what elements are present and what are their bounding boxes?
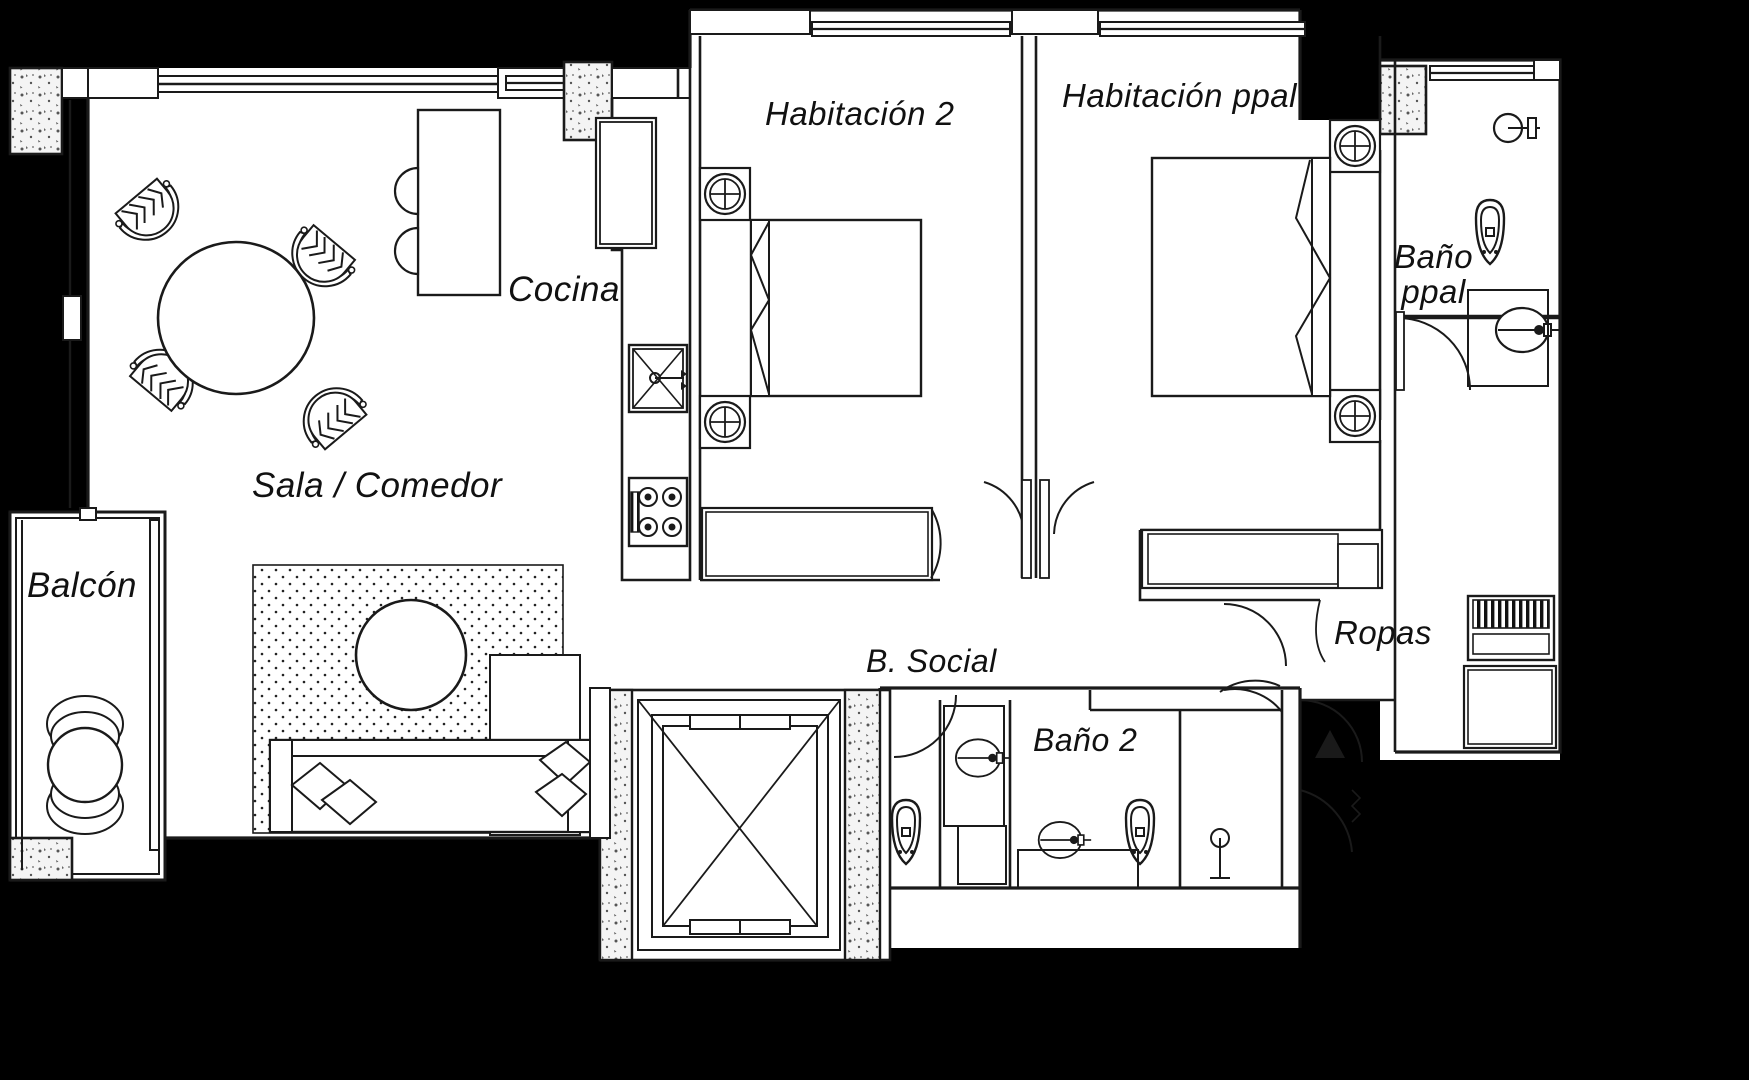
gas-cooktop bbox=[627, 476, 689, 548]
window-cocina bbox=[505, 75, 569, 91]
entry-marker-triangle bbox=[1299, 730, 1362, 853]
cocina-fixtures bbox=[393, 108, 689, 548]
room-label-ropas: Ropas bbox=[1334, 614, 1432, 651]
bar-stool bbox=[393, 226, 420, 276]
dining-table-round bbox=[156, 240, 316, 396]
bano-ppal-north bbox=[1378, 59, 1561, 136]
refrigerator bbox=[594, 116, 658, 250]
north-facade bbox=[8, 60, 691, 156]
column bbox=[8, 836, 74, 882]
door-swing bbox=[1223, 603, 1287, 667]
leader-line bbox=[1315, 599, 1326, 663]
wardrobe bbox=[700, 506, 934, 582]
bed-double bbox=[1150, 156, 1332, 398]
room-label-bano-social: B. Social bbox=[866, 643, 997, 679]
door-swing bbox=[930, 509, 942, 579]
balcon-structure bbox=[8, 100, 167, 882]
column bbox=[1378, 64, 1428, 136]
bedroom-windows bbox=[689, 9, 1306, 37]
door-swing bbox=[1219, 679, 1281, 693]
bar-stool bbox=[393, 166, 420, 216]
sala-partition bbox=[589, 687, 611, 839]
wardrobe bbox=[1140, 528, 1384, 590]
kitchen-sink bbox=[627, 343, 689, 414]
bed-double bbox=[749, 218, 923, 398]
ropas-fixtures bbox=[1223, 594, 1558, 763]
room-label-bano-ppal-line1: Baño bbox=[1394, 238, 1474, 275]
room-label-bano-ppal: Baño ppal bbox=[1394, 238, 1474, 310]
living-area bbox=[252, 564, 592, 836]
dining-set bbox=[109, 173, 373, 455]
habitacion-2-furniture bbox=[698, 166, 942, 582]
door-swing bbox=[1397, 317, 1471, 391]
room-label-habitacion-ppal: Habitación ppal bbox=[1062, 77, 1297, 114]
elevator-core bbox=[598, 688, 892, 962]
room-label-bano-ppal-line2: ppal bbox=[1401, 272, 1466, 310]
room-label-habitacion-2: Habitación 2 bbox=[765, 95, 955, 132]
door-swing bbox=[1223, 688, 1283, 713]
bano-2-fixtures bbox=[1017, 679, 1283, 889]
kitchen-island bbox=[416, 108, 502, 297]
balcony-table bbox=[46, 726, 124, 804]
room-label-sala-comedor: Sala / Comedor bbox=[252, 466, 503, 505]
room-label-bano-2: Baño 2 bbox=[1033, 722, 1138, 758]
throw-pillow bbox=[290, 761, 378, 826]
coffee-table-round bbox=[354, 598, 468, 712]
bano-ppal-fixtures bbox=[1395, 112, 1562, 391]
column bbox=[843, 688, 882, 962]
window-sala bbox=[157, 75, 499, 93]
interior-walls bbox=[610, 36, 1560, 888]
room-label-cocina: Cocina bbox=[508, 270, 620, 309]
room-label-balcon: Balcón bbox=[27, 566, 138, 605]
bano-social-fixtures bbox=[890, 694, 1012, 885]
door-swing bbox=[1299, 699, 1363, 763]
door-swing bbox=[1053, 481, 1095, 535]
door-swing bbox=[1299, 789, 1353, 853]
habitacion-ppal-furniture bbox=[983, 118, 1384, 590]
column bbox=[8, 66, 64, 156]
